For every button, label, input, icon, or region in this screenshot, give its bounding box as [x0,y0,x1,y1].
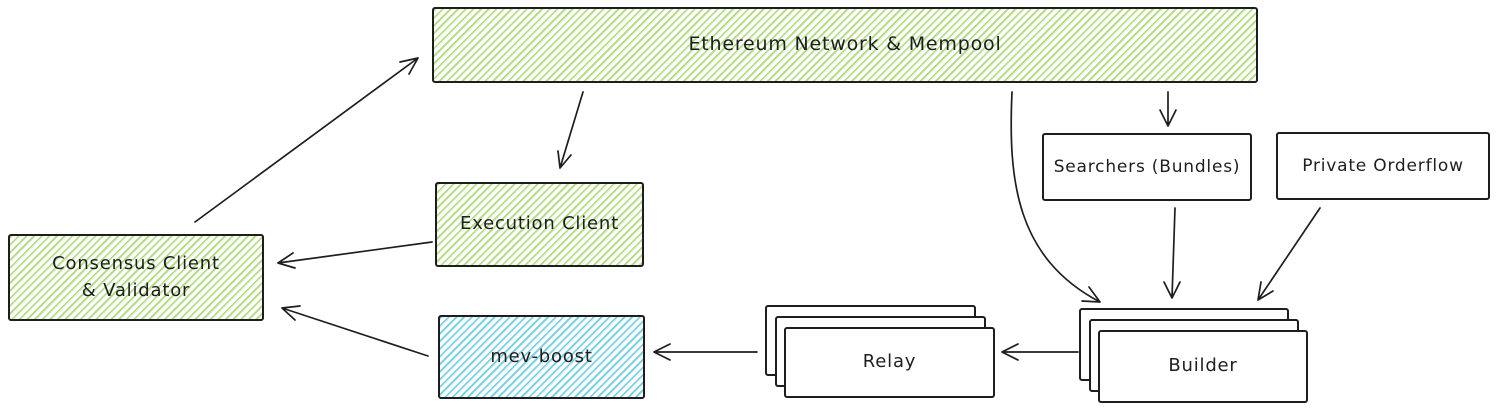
node-private-orderflow: Private Orderflow [1276,132,1490,200]
node-ethereum-network: Ethereum Network & Mempool [432,7,1258,83]
arrow-execution-to-consensus [277,241,433,269]
arrow-orderflow-to-builder [1257,207,1321,301]
node-relay-label: Relay [862,351,917,373]
node-execution-client: Execution Client [435,182,644,267]
node-mev-boost: mev-boost [438,315,645,399]
node-consensus-client-label: Consensus Client & Validator [52,253,220,301]
node-ethereum-network-label: Ethereum Network & Mempool [688,33,1002,56]
arrow-relay-to-mevboost [653,343,758,361]
node-searchers: Searchers (Bundles) [1042,133,1252,201]
arrow-network-to-execution [557,91,584,169]
arrow-network-to-searchers [1159,91,1177,127]
node-private-orderflow-label: Private Orderflow [1302,155,1464,176]
arrow-searchers-to-builder [1163,207,1181,299]
node-consensus-client: Consensus Client & Validator [8,234,264,321]
node-searchers-label: Searchers (Bundles) [1053,156,1241,177]
node-execution-client-label: Execution Client [460,213,619,235]
node-builder: Builder [1098,330,1308,403]
arrow-consensus-to-network [194,57,419,223]
node-mev-boost-label: mev-boost [490,345,593,367]
node-relay: Relay [784,327,995,398]
arrow-mevboost-to-consensus [281,305,429,357]
arrow-builder-to-relay [1001,343,1079,361]
node-builder-label: Builder [1168,355,1238,377]
